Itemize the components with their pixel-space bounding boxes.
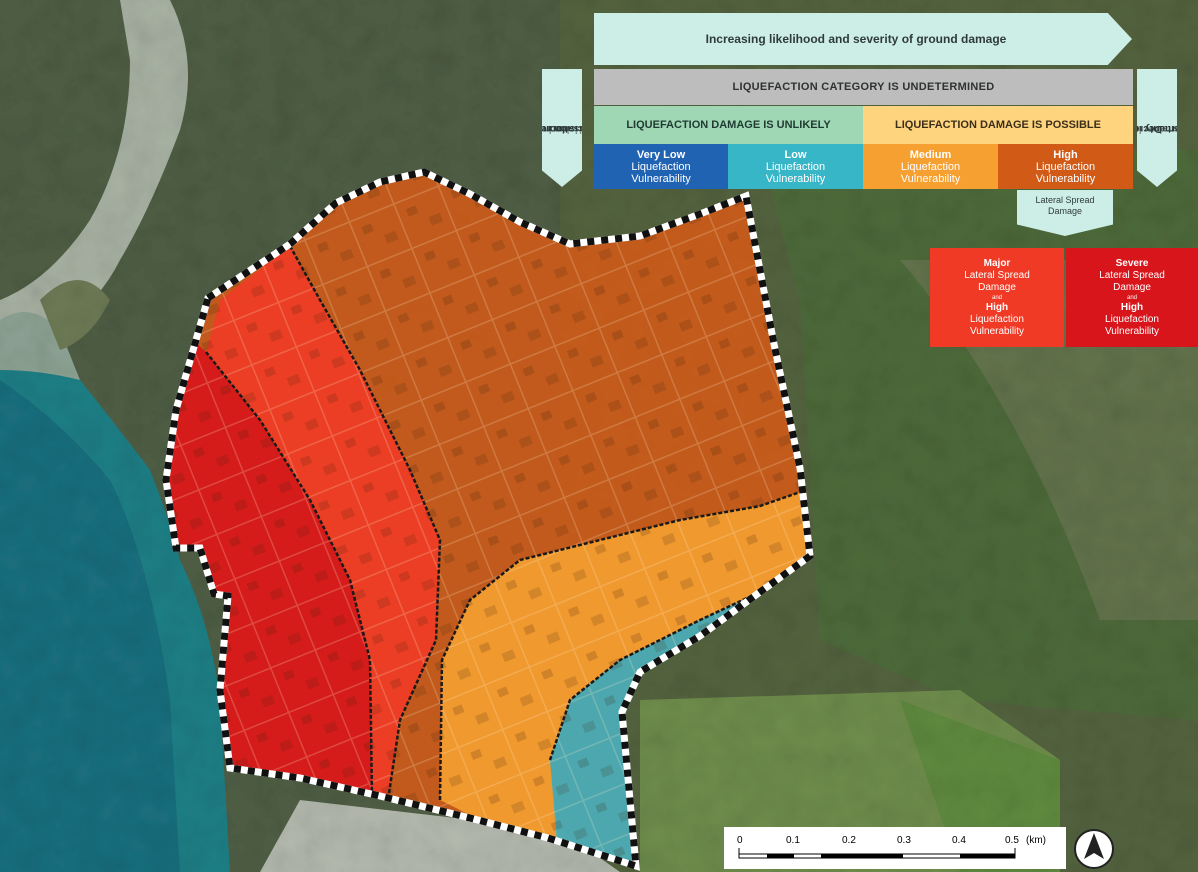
legend-high: High Liquefaction Vulnerability (998, 144, 1133, 189)
legend-undetermined: LIQUEFACTION CATEGORY IS UNDETERMINED (594, 69, 1133, 105)
legend-low: Low Liquefaction Vulnerability (728, 144, 863, 189)
ground-damage-arrow: Increasing likelihood and severity of gr… (594, 13, 1132, 65)
legend-major-spread: Major Lateral Spread Damage and High Liq… (930, 248, 1064, 347)
scale-tick-label: 0.2 (842, 835, 856, 846)
zone-boundaries (205, 245, 811, 801)
scale-unit: (km) (1026, 835, 1046, 846)
precision-arrow-label: Increasing precision in the categorisati… (525, 122, 599, 134)
ground-damage-arrow-label: Increasing likelihood and severity of gr… (705, 32, 1007, 46)
legend-severe-spread: Severe Lateral Spread Damage and High Li… (1066, 248, 1198, 347)
legend-low-title: Low (784, 148, 807, 161)
scale-tick-label: 0.5 (1005, 835, 1019, 846)
scale-bar-graphic (738, 848, 1016, 859)
legend-very-low-title: Very Low (636, 148, 686, 161)
scale-bar: 0 0.1 0.2 0.3 0.4 0.5 (km) (724, 827, 1066, 869)
legend-very-low: Very Low Liquefaction Vulnerability (594, 144, 728, 189)
scale-tick-label: 0.3 (897, 835, 911, 846)
site-boundary (162, 168, 814, 871)
lateral-spread-arrow: Lateral Spread Damage (1017, 190, 1113, 236)
legend-unlikely: LIQUEFACTION DAMAGE IS UNLIKELY (594, 106, 863, 144)
north-arrow-icon: N (1074, 829, 1114, 869)
uncertainty-arrow: Decreasing uncertainty in the assessment (1137, 69, 1177, 187)
scale-tick-label: 0.4 (952, 835, 966, 846)
lateral-spread-arrow-label: Lateral Spread Damage (1035, 195, 1095, 216)
scale-tick-label: 0 (737, 835, 743, 846)
legend-medium: Medium Liquefaction Vulnerability (863, 144, 998, 189)
precision-arrow: Increasing precision in the categorisati… (542, 69, 582, 187)
north-letter: N (1090, 854, 1099, 868)
uncertainty-arrow-label: Decreasing uncertainty in the assessment (1115, 122, 1198, 134)
legend-medium-title: Medium (909, 148, 952, 161)
scale-tick-label: 0.1 (786, 835, 800, 846)
legend-high-title: High (1053, 148, 1078, 161)
legend-possible: LIQUEFACTION DAMAGE IS POSSIBLE (863, 106, 1133, 144)
